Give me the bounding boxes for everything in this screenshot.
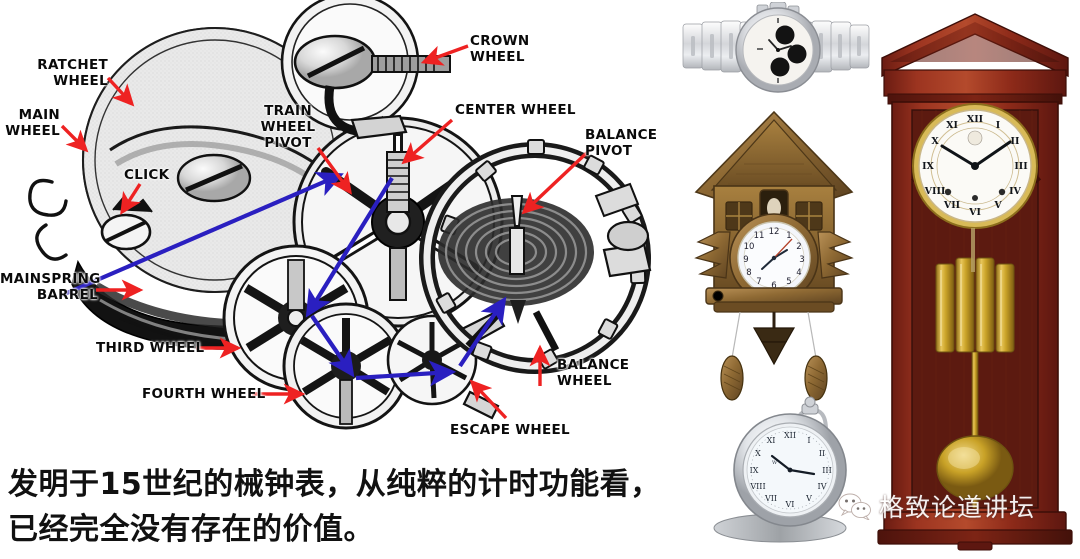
svg-text:VIII: VIII bbox=[924, 186, 946, 197]
svg-text:II: II bbox=[1011, 136, 1020, 147]
svg-text:VII: VII bbox=[764, 494, 777, 503]
arrow-center-wheel bbox=[401, 118, 454, 165]
svg-text:5: 5 bbox=[786, 277, 791, 287]
arrow-balance-pivot bbox=[521, 144, 596, 215]
balance-staff bbox=[509, 195, 526, 324]
subdial-top bbox=[775, 25, 795, 45]
arrow-ratchet-wheel bbox=[106, 76, 135, 107]
svg-text:8: 8 bbox=[746, 268, 751, 278]
pocket-watch-hands bbox=[770, 454, 816, 476]
channel-watermark: 格致论道讲坛 bbox=[838, 488, 1035, 524]
cuckoo-weights bbox=[720, 311, 828, 401]
label-crown-wheel: CROWN WHEEL bbox=[470, 33, 530, 65]
svg-text:I: I bbox=[996, 120, 1001, 131]
svg-text:X: X bbox=[755, 449, 761, 458]
watermark-text: 格致论道讲坛 bbox=[879, 493, 1036, 522]
svg-text:V: V bbox=[993, 200, 1002, 211]
svg-text:XII: XII bbox=[967, 114, 984, 125]
center-pinion bbox=[386, 151, 410, 213]
svg-text:XI: XI bbox=[946, 120, 958, 131]
svg-text:III: III bbox=[822, 466, 831, 475]
svg-text:IV: IV bbox=[818, 482, 827, 491]
movement-drawing bbox=[28, 0, 652, 430]
svg-text:II: II bbox=[819, 449, 825, 458]
svg-text:9: 9 bbox=[743, 255, 748, 265]
wechat-icon bbox=[838, 493, 871, 520]
arrow-train-wheel-pivot bbox=[316, 147, 352, 195]
svg-text:7: 7 bbox=[756, 277, 761, 287]
svg-text:VI: VI bbox=[785, 500, 795, 509]
mainspring-hook bbox=[28, 178, 68, 261]
svg-text:1: 1 bbox=[786, 231, 791, 241]
label-ratchet-wheel: RATCHET WHEEL bbox=[37, 57, 108, 89]
dial-brand-mark: W bbox=[772, 460, 778, 466]
label-center-wheel: CENTER WHEEL bbox=[455, 102, 576, 118]
label-third-wheel: THIRD WHEEL bbox=[96, 340, 205, 356]
caption-line-2: 已经完全没有存在的价值。 bbox=[8, 512, 374, 547]
svg-text:III: III bbox=[1014, 161, 1028, 172]
auxiliary-parts bbox=[594, 182, 652, 278]
subdial-bottom bbox=[770, 57, 790, 77]
watch-hands bbox=[768, 39, 792, 51]
carved-foliage bbox=[694, 231, 854, 279]
photo-wristwatch-chronograph bbox=[681, 2, 871, 114]
svg-text:3: 3 bbox=[799, 255, 804, 265]
power-flow-arrows bbox=[59, 172, 507, 387]
clock-pendulum bbox=[936, 228, 1014, 509]
watch-movement-diagram: RATCHET WHEEL MAIN WHEEL CLICK TRAIN WHE… bbox=[0, 0, 658, 438]
regulator-hands bbox=[940, 140, 1012, 168]
caption-line-1: 发明于15世纪的械钟表，从纯粹的计时功能看， bbox=[8, 467, 661, 502]
label-train-wheel-pivot: TRAIN WHEEL PIVOT bbox=[260, 103, 316, 151]
arrow-main-wheel bbox=[60, 124, 89, 153]
label-click: CLICK bbox=[124, 167, 170, 183]
svg-text:10: 10 bbox=[744, 242, 755, 252]
arrow-crown-wheel bbox=[420, 44, 469, 66]
svg-text:XII: XII bbox=[784, 431, 796, 440]
crown-wheel bbox=[280, 0, 451, 140]
svg-text:V: V bbox=[805, 494, 812, 503]
arrow-click bbox=[120, 183, 142, 215]
svg-text:IX: IX bbox=[750, 466, 759, 475]
svg-text:2: 2 bbox=[796, 242, 801, 252]
svg-text:12: 12 bbox=[769, 227, 780, 237]
slide-caption: 发明于15世纪的械钟表，从纯粹的计时功能看， 已经完全没有存在的价值。 bbox=[8, 462, 668, 552]
label-fourth-wheel: FOURTH WHEEL bbox=[142, 386, 266, 402]
svg-text:6: 6 bbox=[771, 281, 776, 291]
label-balance-wheel: BALANCE WHEEL bbox=[557, 357, 630, 389]
label-mainspring-barrel: MAINSPRING BARREL bbox=[0, 271, 101, 303]
svg-text:VII: VII bbox=[943, 200, 961, 211]
svg-text:11: 11 bbox=[754, 231, 765, 241]
label-main-wheel: MAIN WHEEL bbox=[5, 107, 60, 139]
svg-text:VI: VI bbox=[968, 207, 981, 218]
svg-text:VIII: VIII bbox=[749, 482, 765, 491]
arrow-escape-wheel bbox=[469, 379, 508, 420]
cuckoo-pendulum bbox=[752, 312, 796, 366]
svg-text:XI: XI bbox=[767, 436, 776, 445]
label-balance-pivot: BALANCE PIVOT bbox=[585, 127, 658, 159]
label-escape-wheel: ESCAPE WHEEL bbox=[450, 422, 570, 438]
label-arrows bbox=[60, 44, 596, 420]
svg-text:I: I bbox=[807, 436, 810, 445]
svg-text:IX: IX bbox=[922, 161, 934, 172]
cuckoo-roof bbox=[694, 110, 854, 199]
clock-pediment bbox=[881, 13, 1069, 105]
cuckoo-base bbox=[705, 287, 843, 313]
clock-weights bbox=[935, 257, 1015, 353]
subdial-right bbox=[787, 44, 807, 64]
clock-base bbox=[877, 511, 1073, 551]
svg-text:4: 4 bbox=[796, 268, 801, 278]
svg-text:X: X bbox=[931, 136, 939, 147]
svg-text:IV: IV bbox=[1009, 186, 1021, 197]
